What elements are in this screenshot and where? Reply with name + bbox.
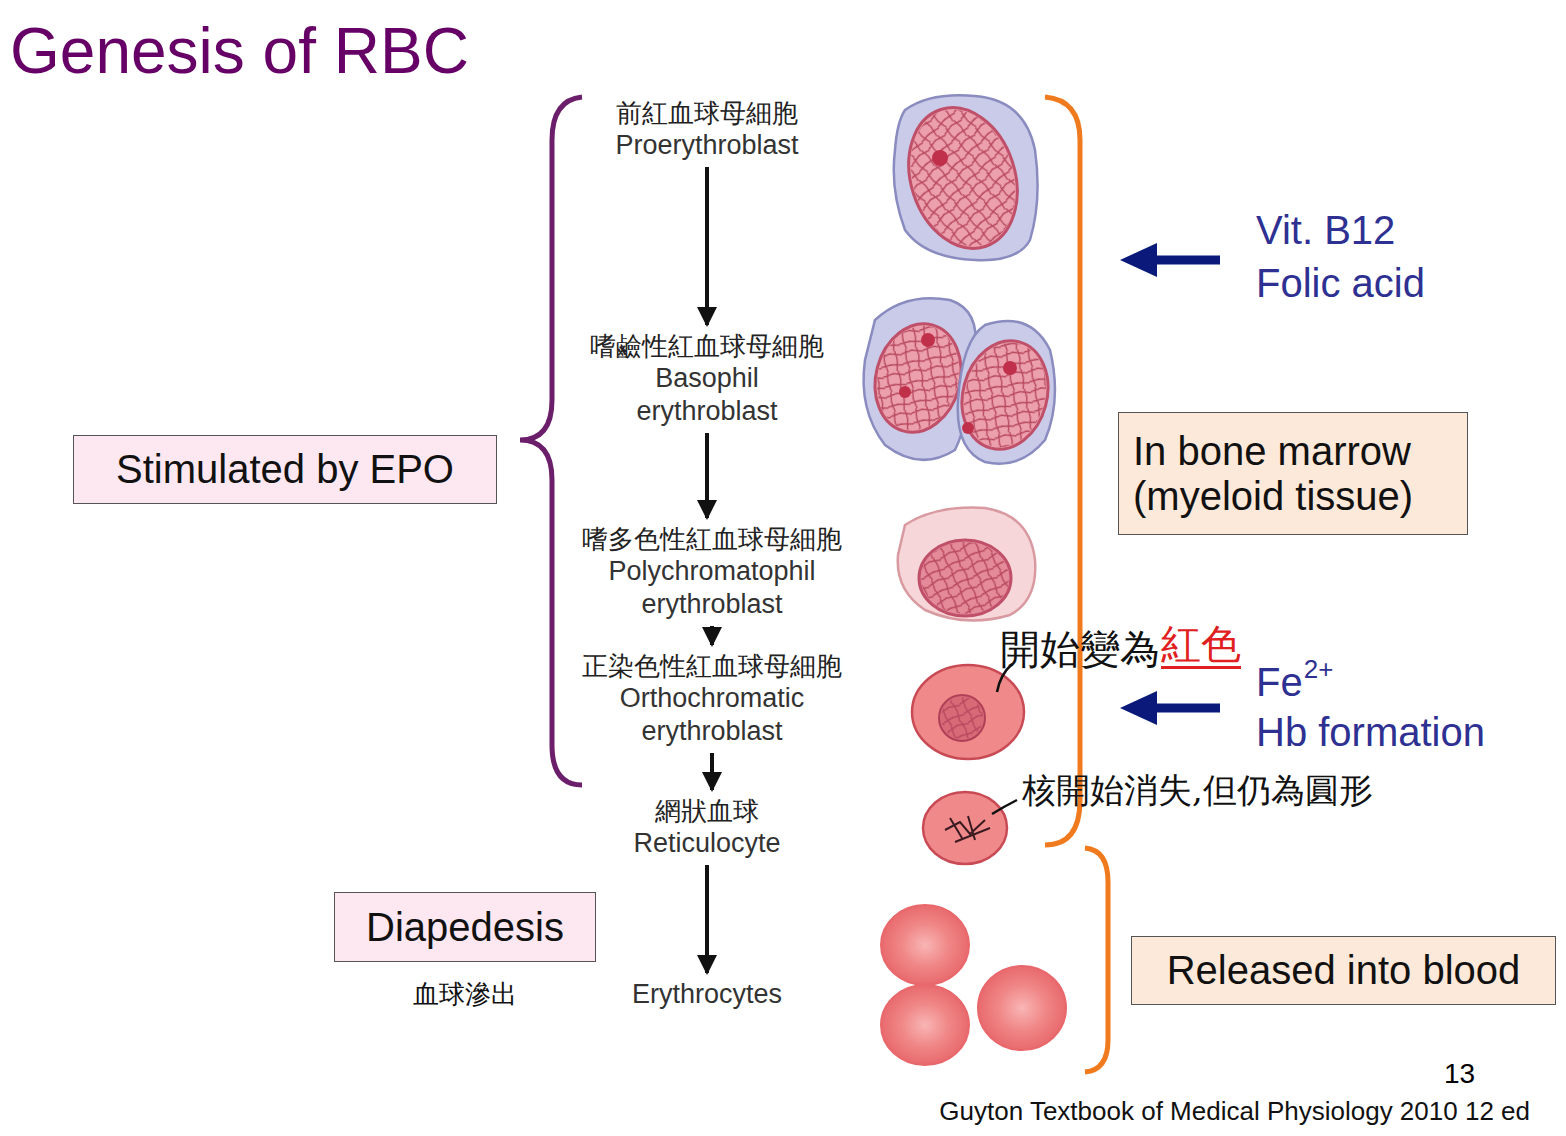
stage-arrow xyxy=(705,167,709,325)
info-box: Released into blood xyxy=(1131,936,1556,1005)
stage-label: 前紅血球母細胞Proerythroblast xyxy=(602,97,812,162)
stage-arrow xyxy=(710,753,714,790)
stage-label: 嗜鹼性紅血球母細胞Basophil erythroblast xyxy=(590,330,824,428)
stage-label: 嗜多色性紅血球母細胞Polychromatophil erythroblast xyxy=(582,523,842,621)
proerythroblast-cell xyxy=(891,93,1037,262)
handwritten-note: 開始變為 xyxy=(1000,622,1160,677)
chinese-name: 嗜鹼性紅血球母細胞 xyxy=(590,330,824,362)
erythrocyte-cells xyxy=(881,905,1066,1065)
epo-brace xyxy=(520,97,582,785)
marrow-bracket xyxy=(1045,97,1080,845)
box-subtitle: 血球滲出 xyxy=(335,977,595,1012)
leader-line xyxy=(992,800,1017,814)
stage-arrow xyxy=(705,865,709,973)
handwritten-note-red: 紅色 xyxy=(1161,622,1241,669)
chinese-name: 正染色性紅血球母細胞 xyxy=(582,650,842,682)
cell-name: Orthochromatic erythroblast xyxy=(607,682,817,748)
orthochromatic-erythroblast-cell xyxy=(912,665,1024,759)
charge-superscript: 2+ xyxy=(1304,654,1334,685)
box-text: In bone marrow (myeloid tissue) xyxy=(1133,429,1453,519)
stage-label: Erythrocytes xyxy=(602,978,812,1011)
info-box: In bone marrow (myeloid tissue) xyxy=(1118,412,1468,535)
cell-name: Polychromatophil erythroblast xyxy=(607,555,817,621)
stage-label: 正染色性紅血球母細胞Orthochromatic erythroblast xyxy=(582,650,842,748)
box-text: Released into blood xyxy=(1167,948,1521,993)
box-text: Diapedesis xyxy=(366,905,564,950)
blood-bracket xyxy=(1085,848,1108,1072)
cell-name: Proerythroblast xyxy=(602,129,812,162)
stage-arrow xyxy=(710,626,714,645)
source-caption: Guyton Textbook of Medical Physiology 20… xyxy=(939,1096,1530,1127)
info-box: Stimulated by EPO xyxy=(73,435,497,504)
handwritten-note: 核開始消失,但仍為圓形 xyxy=(1022,768,1373,814)
stage-label: 網狀血球Reticulocyte xyxy=(602,795,812,860)
page-number: 13 xyxy=(1444,1058,1475,1090)
nutrient-label: Folic acid xyxy=(1256,261,1425,306)
title: Genesis of RBC xyxy=(10,14,469,88)
iron-label: Fe xyxy=(1256,660,1303,705)
info-box: Diapedesis血球滲出 xyxy=(334,892,596,962)
cell-name: Reticulocyte xyxy=(602,827,812,860)
cell-name: Erythrocytes xyxy=(602,978,812,1011)
chinese-name: 前紅血球母細胞 xyxy=(602,97,812,129)
nutrient-label: Vit. B12 xyxy=(1256,208,1395,253)
basophil-erythroblast-cell xyxy=(863,298,1060,463)
box-text: Stimulated by EPO xyxy=(116,447,454,492)
reticulocyte-cell xyxy=(923,792,1007,864)
stage-arrow xyxy=(705,433,709,518)
cell-name: Basophil erythroblast xyxy=(602,362,812,428)
chinese-name: 網狀血球 xyxy=(602,795,812,827)
polychromatophil-erythroblast-cell xyxy=(898,508,1036,621)
chinese-name: 嗜多色性紅血球母細胞 xyxy=(582,523,842,555)
hb-label: Hb formation xyxy=(1256,710,1485,755)
